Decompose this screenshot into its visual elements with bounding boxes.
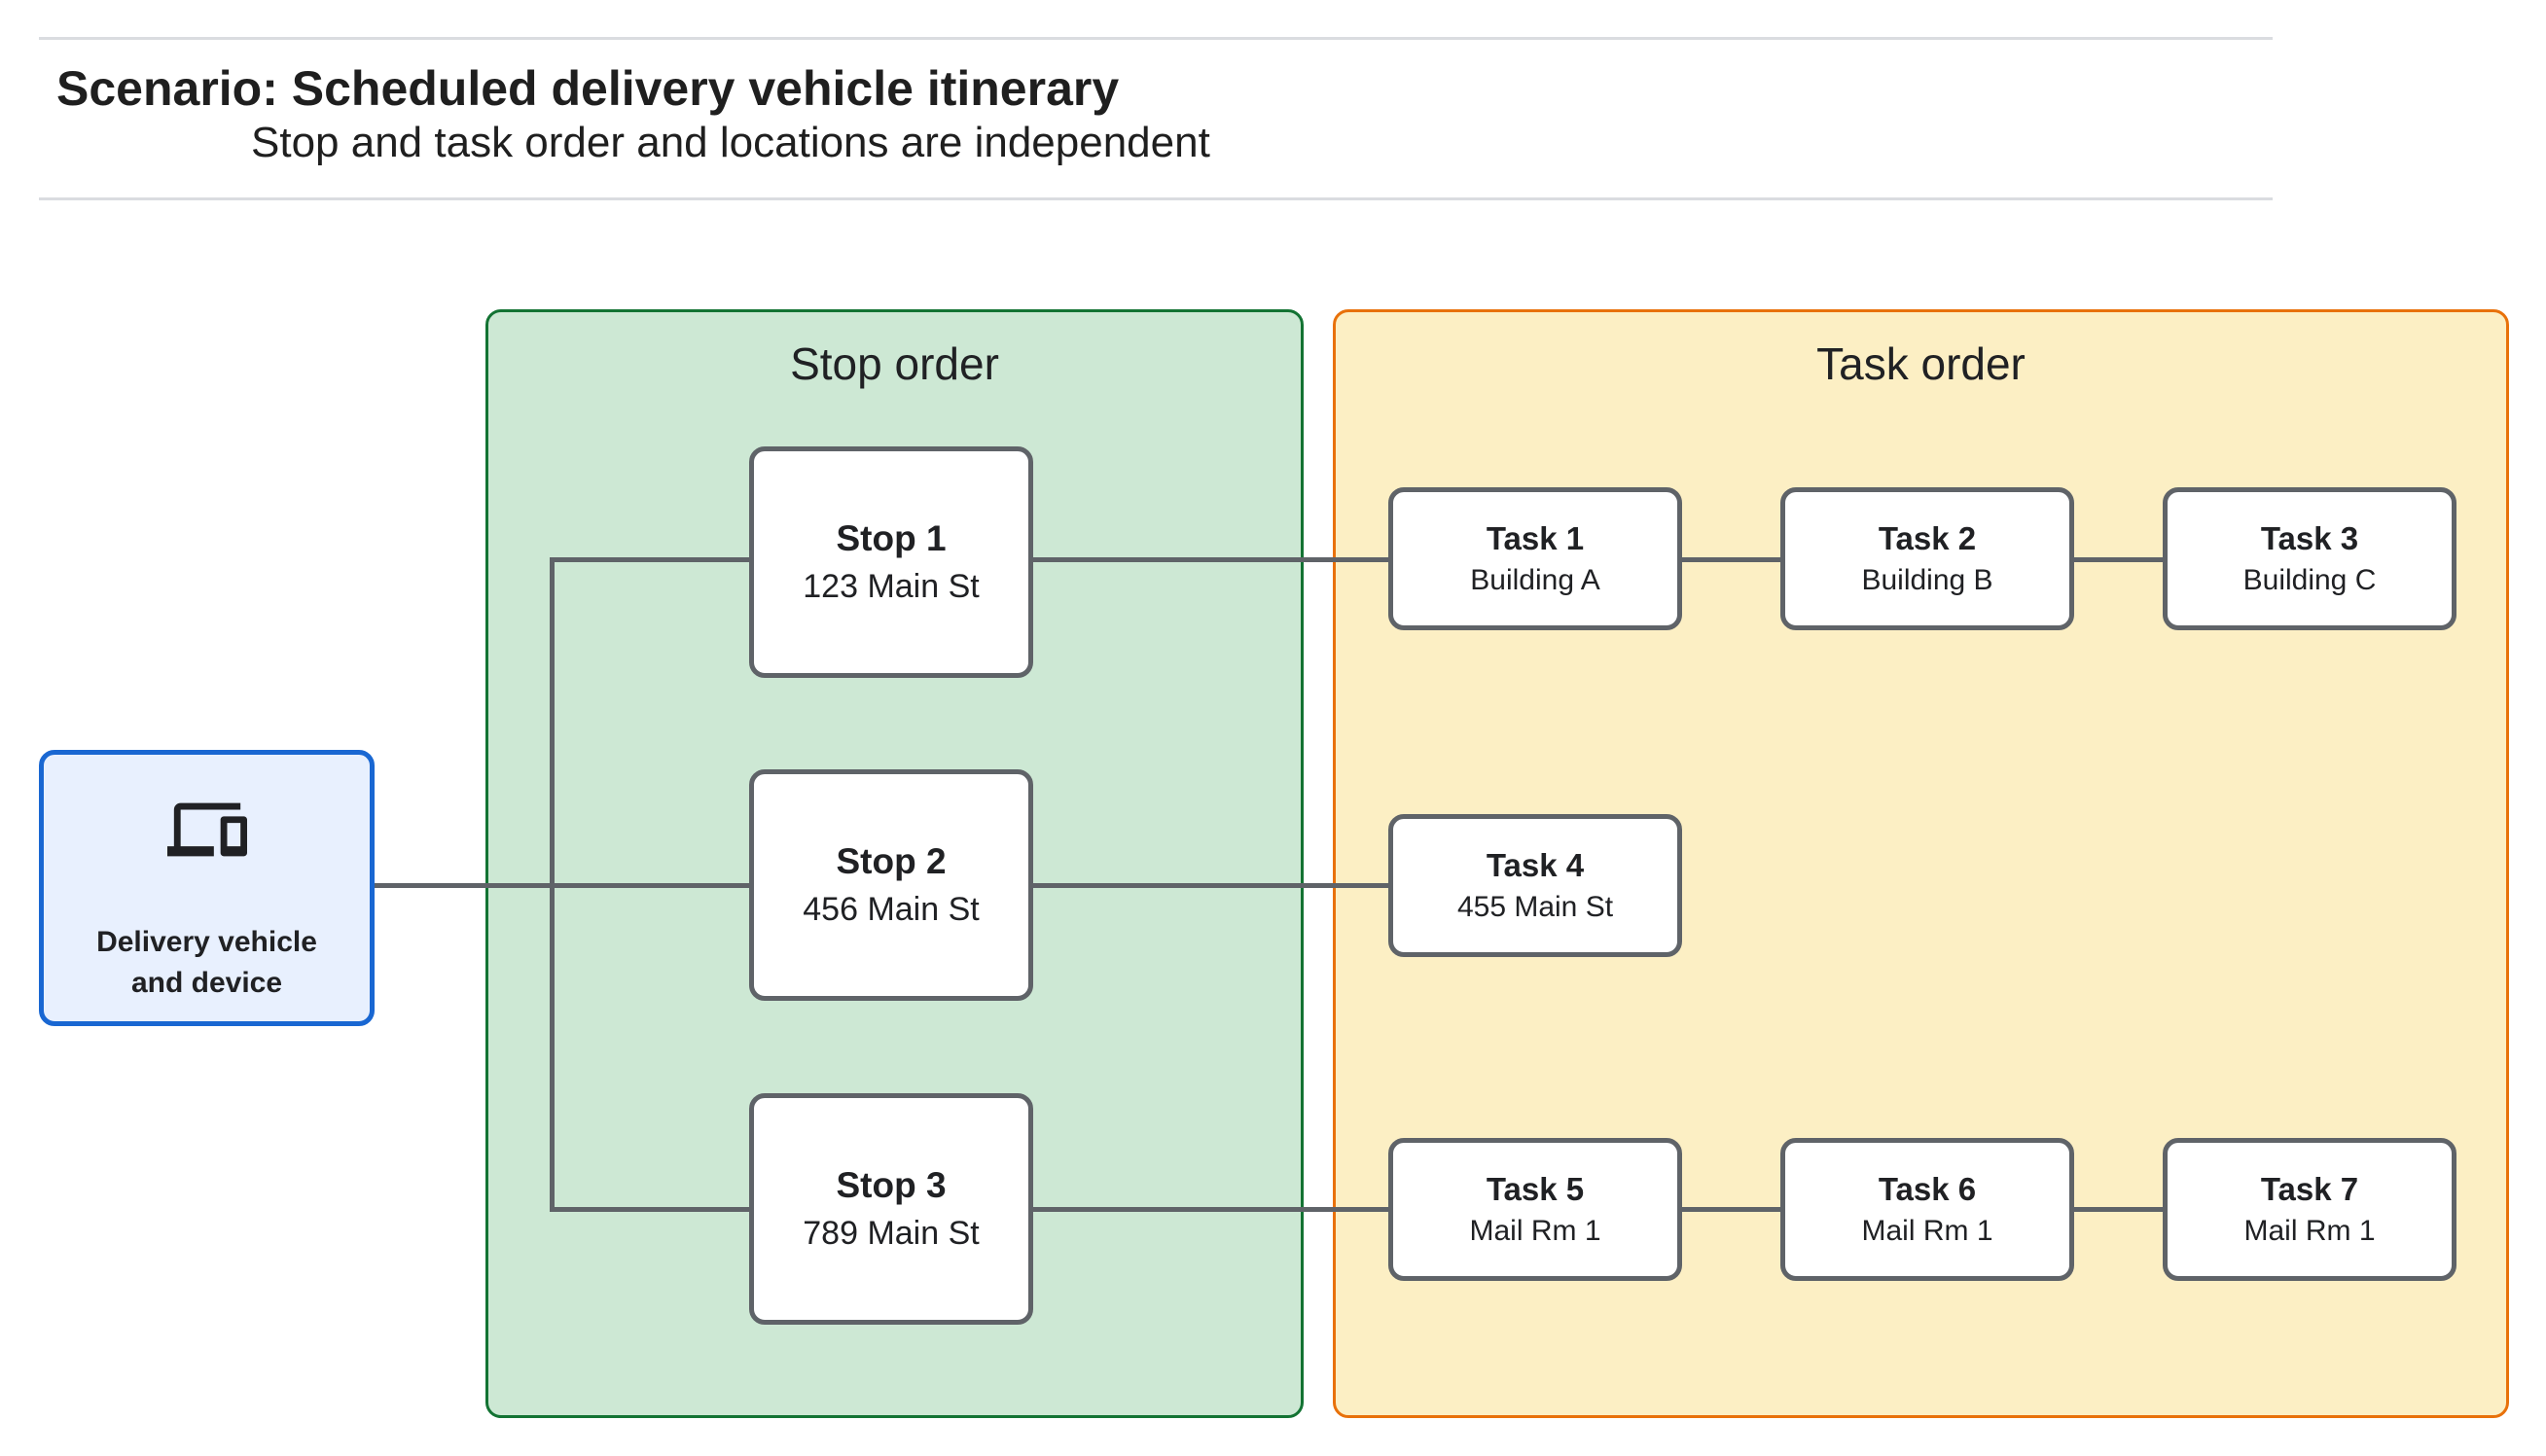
top-divider: [39, 37, 2273, 40]
connector-task6-to-task7: [2074, 1207, 2163, 1212]
task-2-title: Task 2: [1878, 520, 1977, 557]
task-4-node: Task 4 455 Main St: [1388, 814, 1682, 957]
devices-icon: [166, 802, 247, 857]
stop-1-title: Stop 1: [836, 517, 947, 558]
stop-2-node: Stop 2 456 Main St: [749, 769, 1033, 1001]
connector-task5-to-task6: [1682, 1207, 1780, 1212]
task-4-location: 455 Main St: [1456, 890, 1614, 923]
task-6-node: Task 6 Mail Rm 1: [1780, 1138, 2074, 1281]
page-title: Scenario: Scheduled delivery vehicle iti…: [56, 61, 1120, 116]
task-7-location: Mail Rm 1: [2243, 1214, 2376, 1247]
connector-stop2-to-task4: [1033, 883, 1388, 888]
connector-task2-to-task3: [2074, 557, 2163, 562]
connector-trunk: [550, 557, 555, 1212]
task-3-node: Task 3 Building C: [2163, 487, 2456, 630]
task-order-panel-title: Task order: [1816, 338, 2026, 389]
page-subtitle: Stop and task order and locations are in…: [251, 119, 1210, 166]
task-3-title: Task 3: [2260, 520, 2359, 557]
task-5-node: Task 5 Mail Rm 1: [1388, 1138, 1682, 1281]
task-5-location: Mail Rm 1: [1469, 1214, 1601, 1247]
task-2-location: Building B: [1861, 563, 1993, 596]
stop-order-panel-title: Stop order: [790, 338, 999, 389]
delivery-vehicle-node: Delivery vehicle and device: [39, 750, 375, 1026]
connector-trunk-to-stop3: [550, 1207, 749, 1212]
header-divider: [39, 197, 2273, 200]
task-7-node: Task 7 Mail Rm 1: [2163, 1138, 2456, 1281]
stop-1-location: 123 Main St: [803, 567, 980, 605]
delivery-vehicle-label: Delivery vehicle and device: [96, 926, 317, 999]
task-7-title: Task 7: [2260, 1171, 2359, 1208]
connector-stop1-to-task1: [1033, 557, 1388, 562]
stop-3-title: Stop 3: [836, 1164, 947, 1205]
task-6-title: Task 6: [1878, 1171, 1977, 1208]
task-6-location: Mail Rm 1: [1861, 1214, 1993, 1247]
stop-3-location: 789 Main St: [803, 1214, 980, 1252]
connector-stop3-to-task5: [1033, 1207, 1388, 1212]
task-1-location: Building A: [1470, 563, 1600, 596]
task-1-title: Task 1: [1486, 520, 1585, 557]
stop-3-node: Stop 3 789 Main St: [749, 1093, 1033, 1325]
task-4-title: Task 4: [1486, 847, 1585, 884]
task-1-node: Task 1 Building A: [1388, 487, 1682, 630]
connector-trunk-to-stop1: [550, 557, 749, 562]
stop-1-node: Stop 1 123 Main St: [749, 446, 1033, 678]
task-3-location: Building C: [2242, 563, 2377, 596]
stop-2-title: Stop 2: [836, 840, 947, 881]
task-5-title: Task 5: [1486, 1171, 1585, 1208]
connector-task1-to-task2: [1682, 557, 1780, 562]
connector-vehicle-to-stop2: [375, 883, 749, 888]
task-2-node: Task 2 Building B: [1780, 487, 2074, 630]
stop-2-location: 456 Main St: [803, 890, 980, 928]
